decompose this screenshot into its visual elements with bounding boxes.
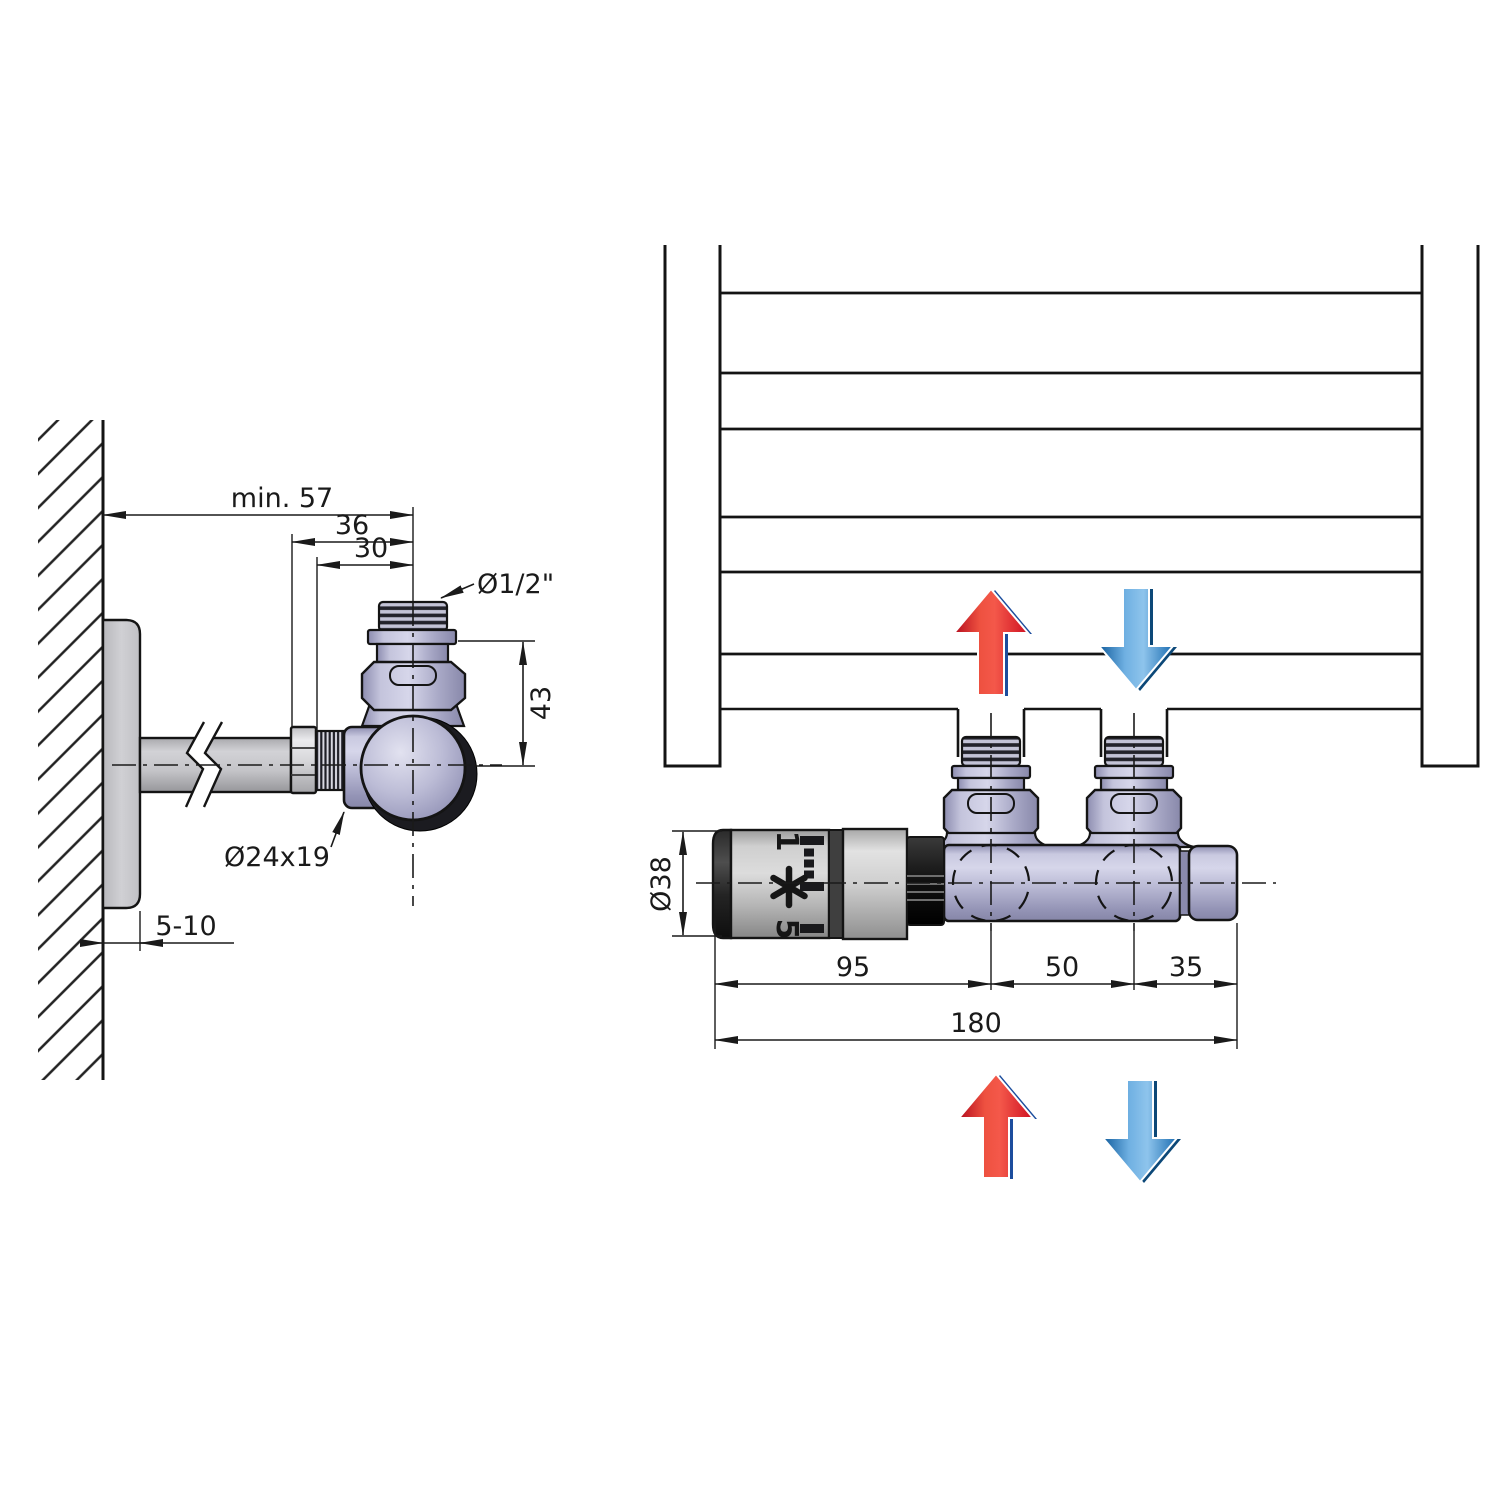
- dimension-label: 35: [1169, 952, 1203, 983]
- dimension-label: 95: [836, 952, 870, 983]
- dimension-label: 50: [1045, 952, 1079, 983]
- union-thread: [314, 729, 346, 792]
- dial-tick-marks: [800, 836, 824, 933]
- dimension-label: 180: [950, 1008, 1002, 1039]
- wall-hatching: [38, 420, 103, 1080]
- dimension-36: 36: [291, 510, 414, 546]
- thread-collar: [366, 628, 458, 646]
- left-view-corner-valve: min. 57 36 30 Ø1/2" 43 Ø24x19 5-10: [38, 420, 557, 1080]
- towel-radiator: [663, 245, 1480, 768]
- valve-seat-hidden-circle: [1094, 843, 1174, 923]
- pipe-break-line: [184, 721, 206, 808]
- union-nut: [289, 725, 318, 795]
- dimension-35: 35: [1133, 952, 1238, 988]
- radiator-left-rail: [663, 245, 722, 768]
- supply-flow-up-arrow-icon: [951, 587, 1031, 696]
- dial-scale-max: 1: [769, 831, 804, 852]
- dimension-5-10: 5-10: [80, 911, 234, 947]
- label-union-thread: Ø24x19: [224, 811, 345, 873]
- supply-flow-up-arrow-icon: [956, 1072, 1036, 1179]
- union-size-label: Ø24x19: [224, 842, 330, 873]
- radiator-right-rail: [1420, 245, 1480, 768]
- dimension-43: 43: [519, 641, 557, 766]
- radiator-rungs: [720, 291, 1422, 656]
- right-view-twin-valve: 1 5: [646, 245, 1480, 1184]
- valve-seat-hidden-circle: [951, 843, 1031, 923]
- wall-mounting-plate: [101, 618, 142, 910]
- thread-size-label: Ø1/2": [477, 569, 554, 600]
- return-flow-down-arrow-icon: [1100, 1079, 1180, 1184]
- pipe-break-line: [202, 721, 224, 808]
- dimension-30: 30: [316, 533, 414, 569]
- flow-arrows-bottom: [956, 1072, 1181, 1184]
- dimension-label: Ø38: [646, 856, 677, 912]
- dimension-label: 43: [526, 686, 557, 720]
- label-thread-half-inch: Ø1/2": [440, 569, 554, 600]
- dimension-180: 180: [714, 1008, 1238, 1044]
- frost-protection-icon: [770, 865, 808, 909]
- dimension-min-57: min. 57: [102, 483, 414, 519]
- thermostatic-head: 1 5: [711, 827, 945, 941]
- dimension-95: 95: [714, 952, 992, 988]
- dimension-label: 30: [354, 533, 388, 564]
- return-flow-down-arrow-icon: [1096, 587, 1176, 692]
- dimension-label: min. 57: [231, 483, 333, 514]
- head-connection-nut: [906, 836, 945, 926]
- nut-grooves: [907, 875, 944, 901]
- dimension-label: 5-10: [155, 911, 216, 942]
- dimension-label: 36: [335, 510, 369, 541]
- extension-lines: [139, 507, 535, 951]
- flow-arrows-top: [951, 587, 1177, 696]
- radiator-bottom-collector: [720, 707, 1422, 757]
- dial-scale-min: 5: [769, 919, 804, 940]
- dimension-50: 50: [990, 952, 1135, 988]
- dimension-diameter-38: Ø38: [646, 831, 687, 936]
- head-dark-band: [828, 829, 844, 939]
- head-collar: [841, 827, 909, 941]
